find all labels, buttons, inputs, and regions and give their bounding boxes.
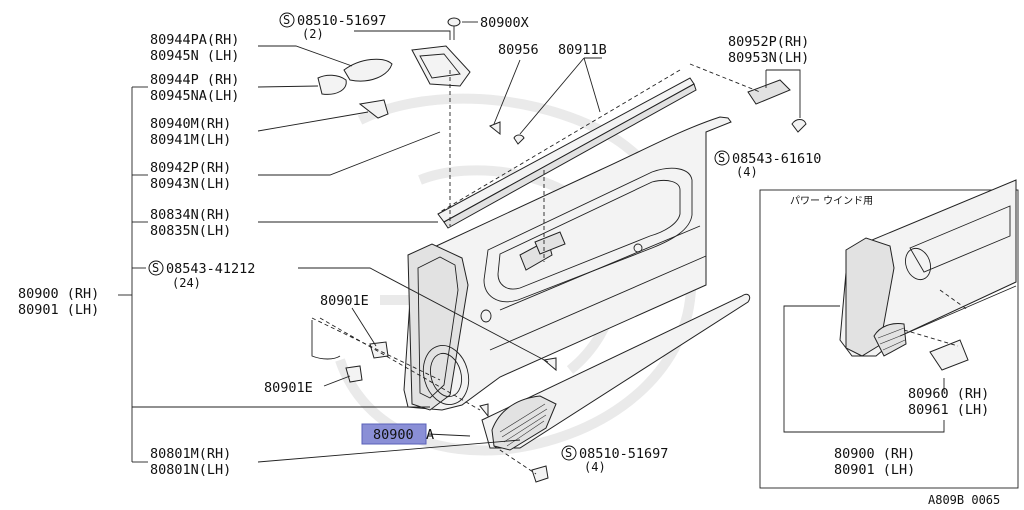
lower-trim-strip xyxy=(481,293,751,451)
belt-moulding xyxy=(437,77,697,229)
label-08510-51697-top: 08510-51697 xyxy=(297,13,386,29)
label-80944pa: 80944PA(RH) xyxy=(150,32,239,48)
label-08543-61610: 08543-61610 xyxy=(732,151,821,167)
label-qty-4-right: (4) xyxy=(736,165,758,179)
label-80900-rh: 80900 (RH) xyxy=(18,286,99,302)
inset-power-window: パワー ウインド用 80960 (RH) 80961 (LH) 80900 (R… xyxy=(759,179,1019,489)
label-80944p: 80944P (RH) xyxy=(150,72,239,88)
label-80942p: 80942P(RH) xyxy=(150,160,231,176)
label-qty-2: (2) xyxy=(302,27,324,41)
labels-bottom: 80900 A S 08510-51697 (4) xyxy=(361,423,668,474)
screw-symbol-circle xyxy=(148,260,164,276)
label-80911b: 80911B xyxy=(558,42,607,58)
door-panel xyxy=(403,116,732,411)
label-80901e-top: 80901E xyxy=(320,293,369,309)
screw-symbol-top: S xyxy=(283,13,290,27)
label-80940m: 80940M(RH) xyxy=(150,116,231,132)
highlight-box[interactable] xyxy=(361,423,427,445)
inset-label-80901: 80901 (LH) xyxy=(834,462,915,478)
screw-symbol: S xyxy=(152,261,159,275)
inset-label-80961: 80961 (LH) xyxy=(908,402,989,418)
screw-symbol-circle-bottom xyxy=(561,445,577,461)
screw-symbol-circle-right xyxy=(714,150,730,166)
label-qty-4-bottom: (4) xyxy=(584,460,606,474)
diagram-code: A809B 0065 xyxy=(928,493,1000,507)
label-80943n: 80943N(LH) xyxy=(150,176,231,192)
label-qty-24: (24) xyxy=(172,276,201,290)
label-80941m: 80941M(LH) xyxy=(150,132,231,148)
label-80952p: 80952P(RH) xyxy=(728,34,809,50)
label-80901e-bottom: 80901E xyxy=(264,380,313,396)
label-08510-51697-bottom: 08510-51697 xyxy=(579,446,668,462)
label-80945n: 80945N (LH) xyxy=(150,48,239,64)
label-80801n: 80801N(LH) xyxy=(150,462,231,478)
label-80900-suffix: A xyxy=(426,427,434,443)
inset-label-80960: 80960 (RH) xyxy=(908,386,989,402)
label-80953n: 80953N(LH) xyxy=(728,50,809,66)
labels-left: 80944PA(RH) 80945N (LH) 80944P (RH) 8094… xyxy=(18,32,369,478)
inset-frame xyxy=(759,189,1019,489)
screw-symbol-right: S xyxy=(718,151,725,165)
small-parts xyxy=(317,17,807,145)
speaker-grille-hatch xyxy=(499,403,548,447)
label-80834n: 80834N(RH) xyxy=(150,207,231,223)
inset-title: パワー ウインド用 xyxy=(790,195,873,207)
label-80956: 80956 xyxy=(498,42,539,58)
label-08543-41212: 08543-41212 xyxy=(166,261,255,277)
screw-symbol-circle-top xyxy=(279,12,295,28)
inset-label-80900: 80900 (RH) xyxy=(834,446,915,462)
label-80945na: 80945NA(LH) xyxy=(150,88,239,104)
labels-top: S 08510-51697 (2) 80900X 80956 80911B xyxy=(279,12,607,58)
leader-lines xyxy=(118,21,801,475)
label-80900-highlighted[interactable]: 80900 xyxy=(373,427,414,443)
label-80801m: 80801M(RH) xyxy=(150,446,231,462)
label-80900x: 80900X xyxy=(480,15,529,31)
label-80835n: 80835N(LH) xyxy=(150,223,231,239)
label-80901-lh: 80901 (LH) xyxy=(18,302,99,318)
screw-symbol-bottom: S xyxy=(565,446,572,460)
labels-right: 80952P(RH) 80953N(LH) S 08543-61610 (4) xyxy=(714,34,821,179)
